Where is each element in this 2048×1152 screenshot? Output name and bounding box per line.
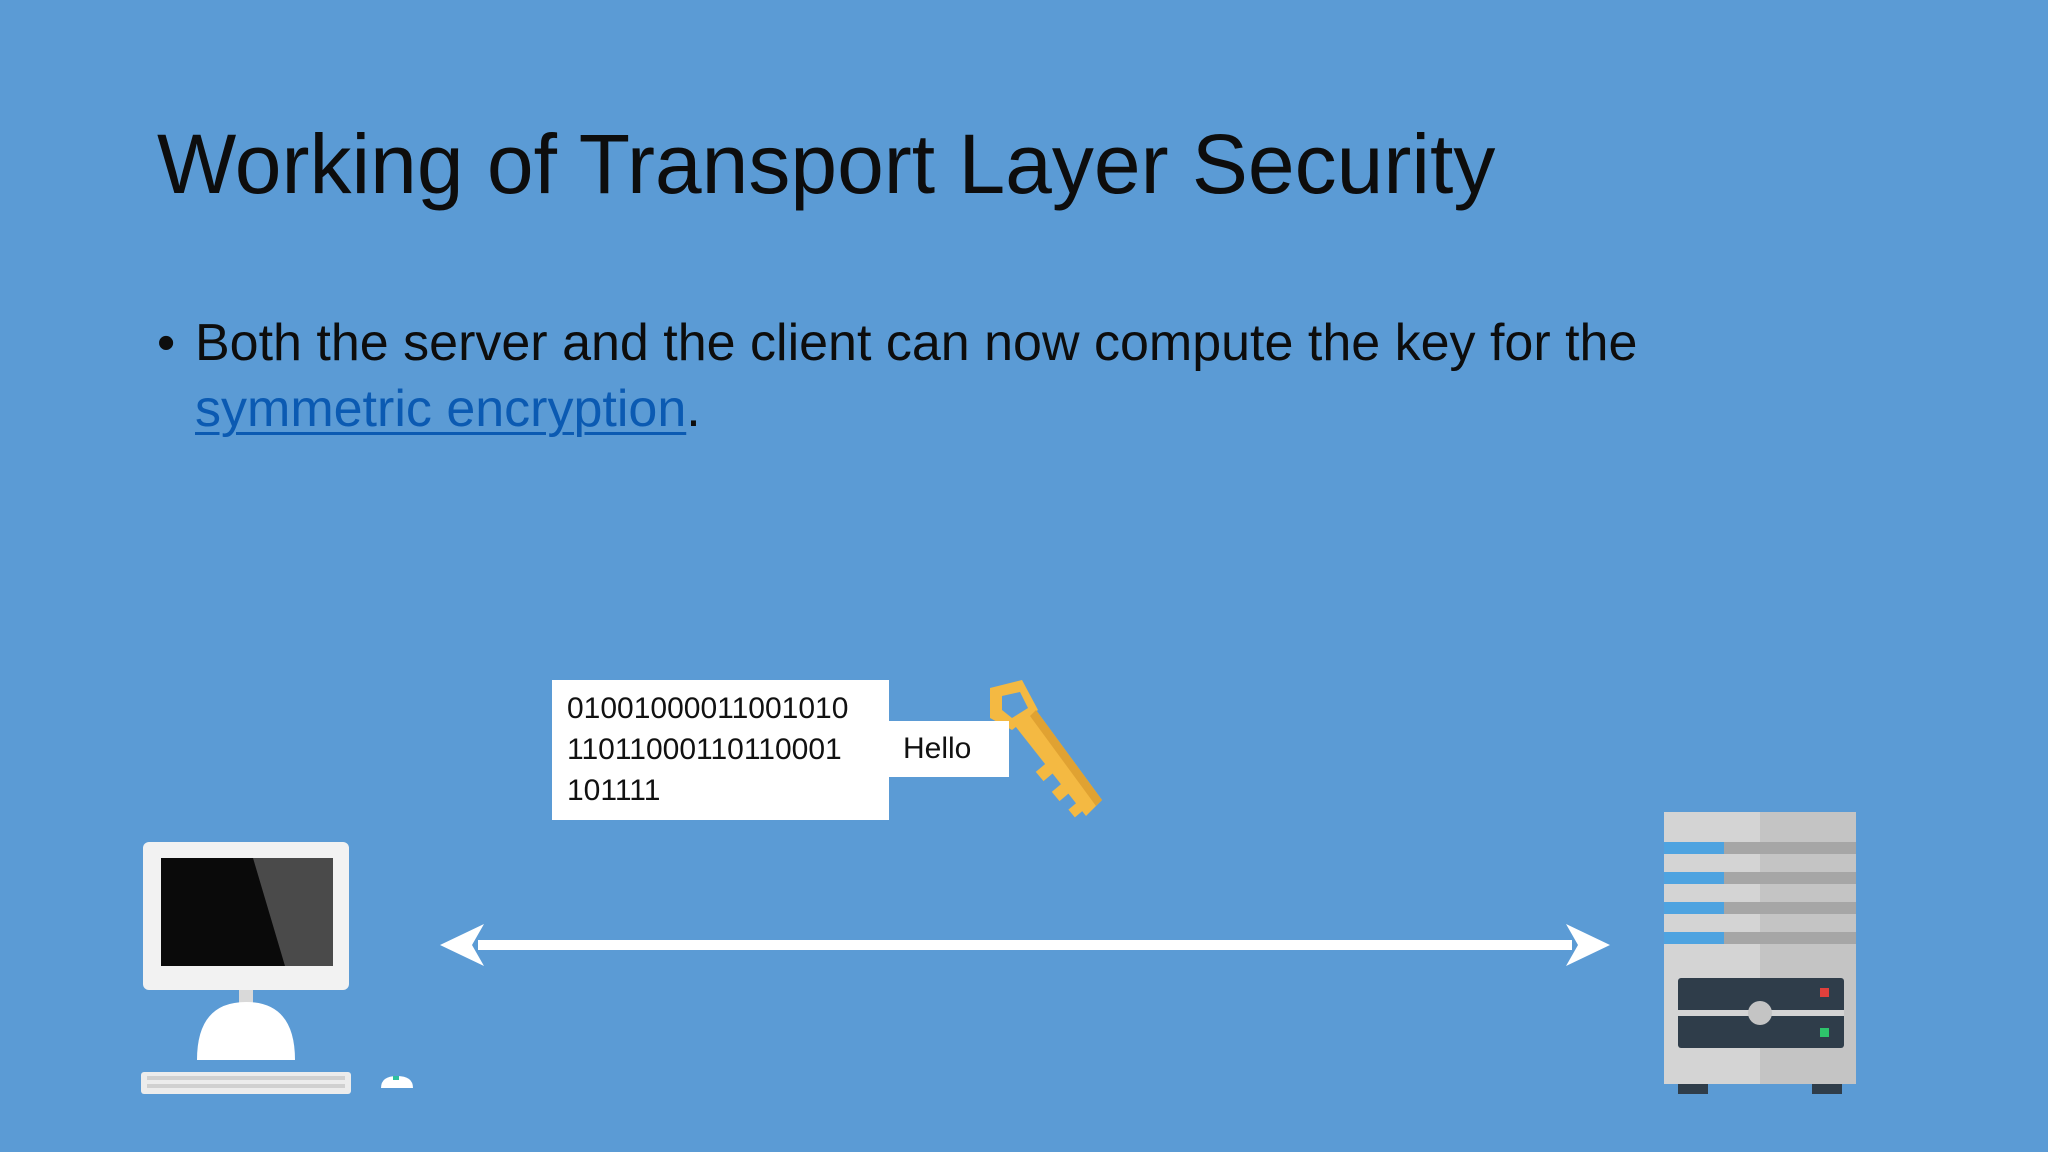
binary-line-3: 101111 (567, 774, 661, 807)
bullet-text-main: Both the server and the client can now c… (195, 314, 1638, 372)
plaintext-hello-box: Hello (889, 721, 1009, 777)
bullet-marker: • (157, 314, 176, 372)
bullet-text-end: . (686, 380, 701, 438)
double-headed-arrow (440, 924, 1610, 966)
desktop-computer-icon (141, 842, 413, 1094)
encrypted-data-box: 01001000011001010 11011000110110001 1011… (552, 680, 889, 820)
bullet-text: Both the server and the client can now c… (195, 310, 1875, 442)
binary-line-1: 01001000011001010 (567, 692, 849, 725)
key-icon (990, 680, 1102, 818)
binary-line-2: 11011000110110001 (567, 733, 842, 766)
symmetric-encryption-link[interactable]: symmetric encryption (195, 380, 687, 438)
server-tower-icon (1664, 812, 1856, 1094)
slide-title: Working of Transport Layer Security (157, 117, 1496, 211)
